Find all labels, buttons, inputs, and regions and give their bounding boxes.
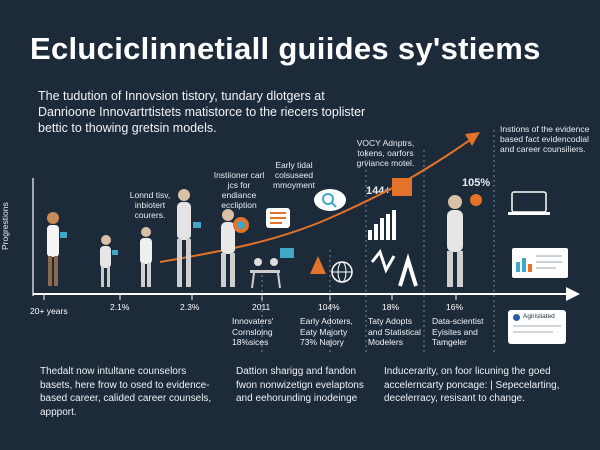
badge-dot-icon <box>513 314 520 321</box>
teal-funnel-icon <box>280 248 294 258</box>
people-at-desk <box>250 258 281 289</box>
laptop-icon <box>508 191 550 215</box>
stage-6-label: Data-scientist Eyisites and Tamgeler <box>432 316 484 347</box>
person-figure-1 <box>47 212 67 286</box>
person-figure-4 <box>177 189 201 287</box>
person-figure-scientist <box>447 194 482 287</box>
stage-2-pct: 2.3% <box>180 302 200 312</box>
speech-bubble-icon <box>266 208 290 228</box>
intro-text: The tudution of Innovsion tistory, tunda… <box>38 89 366 135</box>
orange-chart-box-icon <box>392 178 412 196</box>
growth-curve-arrowhead <box>465 132 480 146</box>
affiliation-badge: Agirisliated <box>508 310 566 344</box>
annotation-4: VOCY Adnptrs, tokens, oarfors grviance m… <box>356 138 415 168</box>
x-axis-start-label: 20+ years <box>30 306 68 316</box>
stage-5-pct: 18% <box>382 302 400 312</box>
annotation-2: Instiioner carl jcs for endiance ecclipt… <box>213 170 265 210</box>
dashboard-card-icon <box>512 248 568 278</box>
bottom-column-3: Inducerarity, on foor licuning the goed … <box>384 366 560 404</box>
annotation-3: Early tidal colsuseed mmoyment <box>272 160 316 190</box>
annotation-number-1: 144+ <box>366 185 391 197</box>
search-cloud-icon <box>314 189 346 211</box>
stage-separators <box>261 130 495 355</box>
annotation-1: Lonnd tisv, inbiotert courers. <box>129 190 171 220</box>
annotation-5: Instions of the evidence based fact evid… <box>500 124 590 154</box>
stage-3-pct: 2011 <box>252 302 271 312</box>
stage-5-label: Taty Adopts and Statistical Modelers <box>368 316 421 347</box>
person-figure-2 <box>100 235 118 287</box>
badge-label: Agirisliated <box>523 313 555 320</box>
orange-triangle-icon <box>310 256 326 274</box>
page-title: Eclucicl​innetiall guiides sy'stiems <box>30 31 541 66</box>
stage-6-pct: 16% <box>446 302 464 312</box>
stage-3-label: Innovaters' Cornsloing 18%sices <box>232 316 274 347</box>
globe-icon <box>331 261 353 283</box>
wave-chart-icon <box>370 248 418 287</box>
person-figure-3 <box>140 227 152 287</box>
person-figure-5 <box>221 209 249 287</box>
annotation-number-2: 105% <box>462 177 491 189</box>
bottom-column-1: Thedalt now intultane counselors basets,… <box>40 366 212 418</box>
x-axis-arrowhead <box>566 287 580 301</box>
bottom-column-2: Dattion sharigg and fandon fwon nonwizet… <box>236 366 364 404</box>
stage-4-pct: 104% <box>318 302 340 312</box>
stage-4-label: Early Adoters, Eaty Majorty 73% Najory <box>300 316 353 347</box>
growth-curve <box>159 139 471 263</box>
stage-1-pct: 2.1% <box>110 302 130 312</box>
